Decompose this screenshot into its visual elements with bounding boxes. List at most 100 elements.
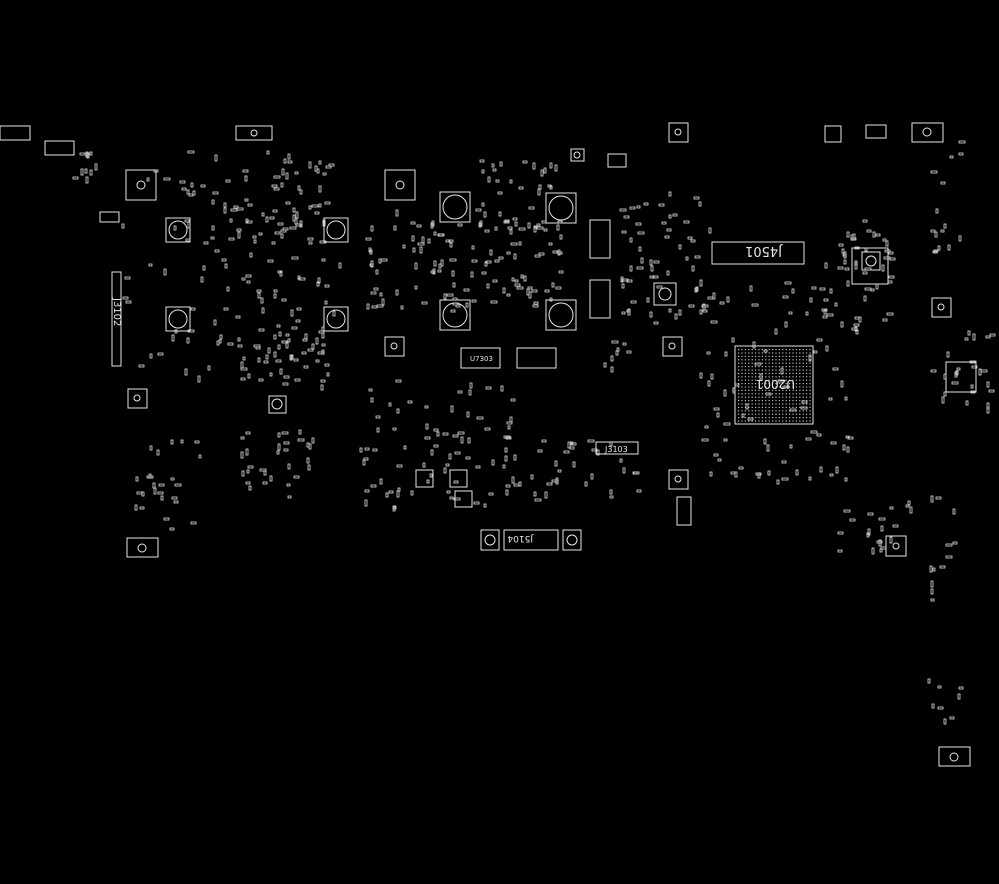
smd-pad <box>846 446 850 453</box>
smd-pad <box>311 437 315 444</box>
smd-pad <box>621 278 629 282</box>
smd-pad <box>318 160 322 165</box>
connector-j4501[interactable]: J4501 <box>711 241 805 265</box>
smd-pad <box>315 337 319 345</box>
smd-pad <box>747 417 754 421</box>
smd-pad <box>784 321 788 328</box>
smd-pad <box>907 500 911 506</box>
smd-pad <box>292 207 296 213</box>
smd-pad <box>297 185 301 191</box>
smd-pad <box>967 330 971 336</box>
smd-pad <box>610 355 614 362</box>
smd-pad <box>258 328 265 332</box>
smd-pad <box>988 389 995 393</box>
smd-pad <box>640 257 644 264</box>
chip-u2001[interactable]: U2001 <box>734 345 814 425</box>
smd-pad <box>506 421 513 425</box>
smd-pad <box>411 235 415 242</box>
smd-pad <box>513 253 517 260</box>
smd-pad <box>291 256 299 260</box>
smd-pad <box>946 351 950 358</box>
smd-pad <box>930 229 936 233</box>
smd-pad <box>808 354 812 362</box>
smd-pad <box>451 270 455 277</box>
smd-pad <box>246 469 250 474</box>
smd-pad <box>230 208 238 212</box>
smd-pad <box>828 397 833 401</box>
smd-pad <box>146 177 150 182</box>
smd-pad <box>527 286 533 290</box>
smd-pad <box>430 270 435 274</box>
smd-pad <box>213 319 217 326</box>
smd-pad <box>171 496 178 500</box>
smd-pad <box>240 436 245 440</box>
smd-pad <box>134 504 138 511</box>
smd-pad <box>138 364 145 368</box>
smd-pad <box>285 172 289 180</box>
smd-pad <box>244 175 248 182</box>
smd-pad <box>808 476 812 481</box>
smd-pad <box>932 567 936 572</box>
smd-pad <box>487 176 491 183</box>
smd-pad <box>569 441 574 445</box>
smd-pad <box>491 459 495 466</box>
smd-pad <box>257 357 261 363</box>
smd-pad <box>615 350 619 356</box>
smd-pad <box>274 231 281 235</box>
smd-pad <box>280 182 284 188</box>
smd-pad <box>935 208 939 214</box>
smd-pad <box>293 475 300 479</box>
chip-u7301[interactable] <box>516 347 557 369</box>
smd-pad <box>544 289 550 293</box>
smd-pad <box>223 307 229 311</box>
smd-pad <box>282 382 289 386</box>
smd-pad <box>930 598 935 602</box>
smd-pad <box>364 499 368 507</box>
smd-pad <box>952 508 956 515</box>
smd-pad <box>590 473 594 480</box>
smd-components <box>72 140 996 725</box>
chip-u7303[interactable]: U7303 <box>460 347 501 369</box>
smd-pad <box>416 224 422 228</box>
smd-pad <box>89 169 93 176</box>
smd-pad <box>823 309 827 315</box>
mounting-pads <box>0 122 977 767</box>
smd-pad <box>324 363 330 367</box>
connector-j5104[interactable]: J5104 <box>503 529 559 551</box>
smd-pad <box>626 350 632 354</box>
smd-pad <box>548 242 553 246</box>
smd-pad <box>446 293 454 297</box>
smd-pad <box>259 468 267 472</box>
smd-pad <box>298 429 302 435</box>
smd-pad <box>271 241 276 245</box>
connector-j3103[interactable]: J3103 <box>595 441 639 455</box>
smd-pad <box>363 457 369 461</box>
smd-pad <box>452 282 456 288</box>
smd-pad <box>878 517 886 521</box>
smd-pad <box>879 548 883 553</box>
connector-j3102[interactable]: J3102 <box>111 271 122 367</box>
smd-pad <box>609 441 613 447</box>
smd-pad <box>653 260 660 264</box>
smd-pad <box>393 225 397 231</box>
smd-pad <box>829 288 833 294</box>
smd-pad <box>465 456 471 460</box>
smd-pad <box>283 375 290 379</box>
smd-pad <box>965 400 969 406</box>
smd-pad <box>538 184 542 190</box>
smd-pad <box>475 465 481 469</box>
smd-pad <box>495 179 500 183</box>
smd-pad <box>528 291 532 299</box>
smd-pad <box>425 423 429 430</box>
smd-pad <box>318 203 322 208</box>
smd-pad <box>440 259 444 267</box>
smd-pad <box>240 451 244 459</box>
smd-pad <box>541 220 547 224</box>
smd-pad <box>492 279 498 283</box>
smd-pad <box>185 238 191 242</box>
smd-pad <box>173 500 179 504</box>
smd-pad <box>453 497 461 501</box>
smd-pad <box>89 151 93 156</box>
smd-pad <box>536 226 544 230</box>
smd-pad <box>741 413 745 418</box>
